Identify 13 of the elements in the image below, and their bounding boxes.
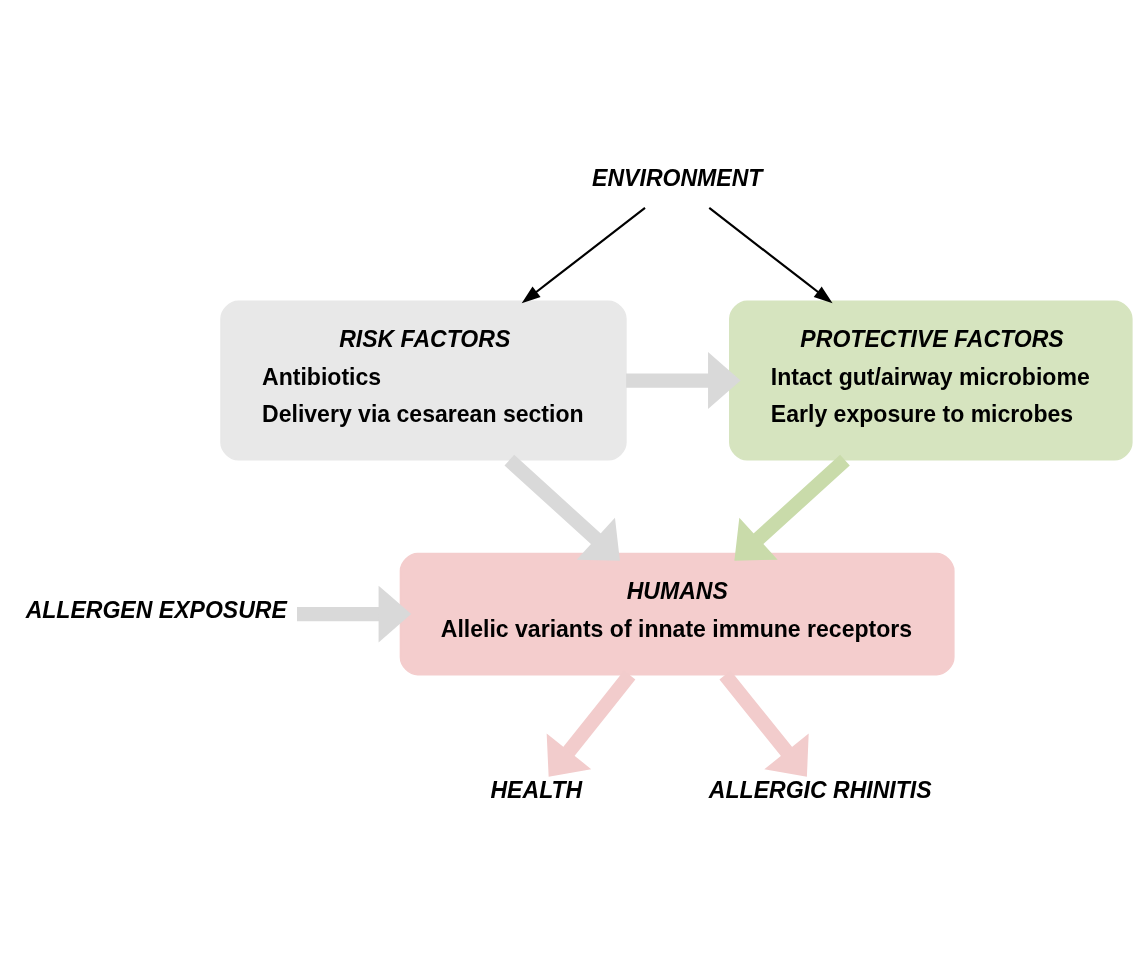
- arrow: [734, 454, 850, 561]
- arrow: [521, 206, 646, 303]
- node-box: PROTECTIVE FACTORS Intact gut/airway microbiome Early exposure to microbes: [729, 300, 1133, 461]
- arrow: [626, 351, 741, 409]
- node-text: ALLERGEN EXPOSURE: [25, 596, 287, 623]
- node-text: HEALTH: [490, 776, 583, 803]
- node-text: ENVIRONMENT: [592, 164, 763, 191]
- arrow: [708, 206, 833, 303]
- arrow: [504, 454, 620, 561]
- node-text: ALLERGIC RHINITIS: [708, 776, 932, 803]
- node-box: HUMANS Allelic variants of innate immune receptors: [399, 552, 955, 675]
- node-box: RISK FACTORS Antibiotics Delivery via cesarean section: [220, 300, 627, 461]
- arrow: [297, 585, 412, 643]
